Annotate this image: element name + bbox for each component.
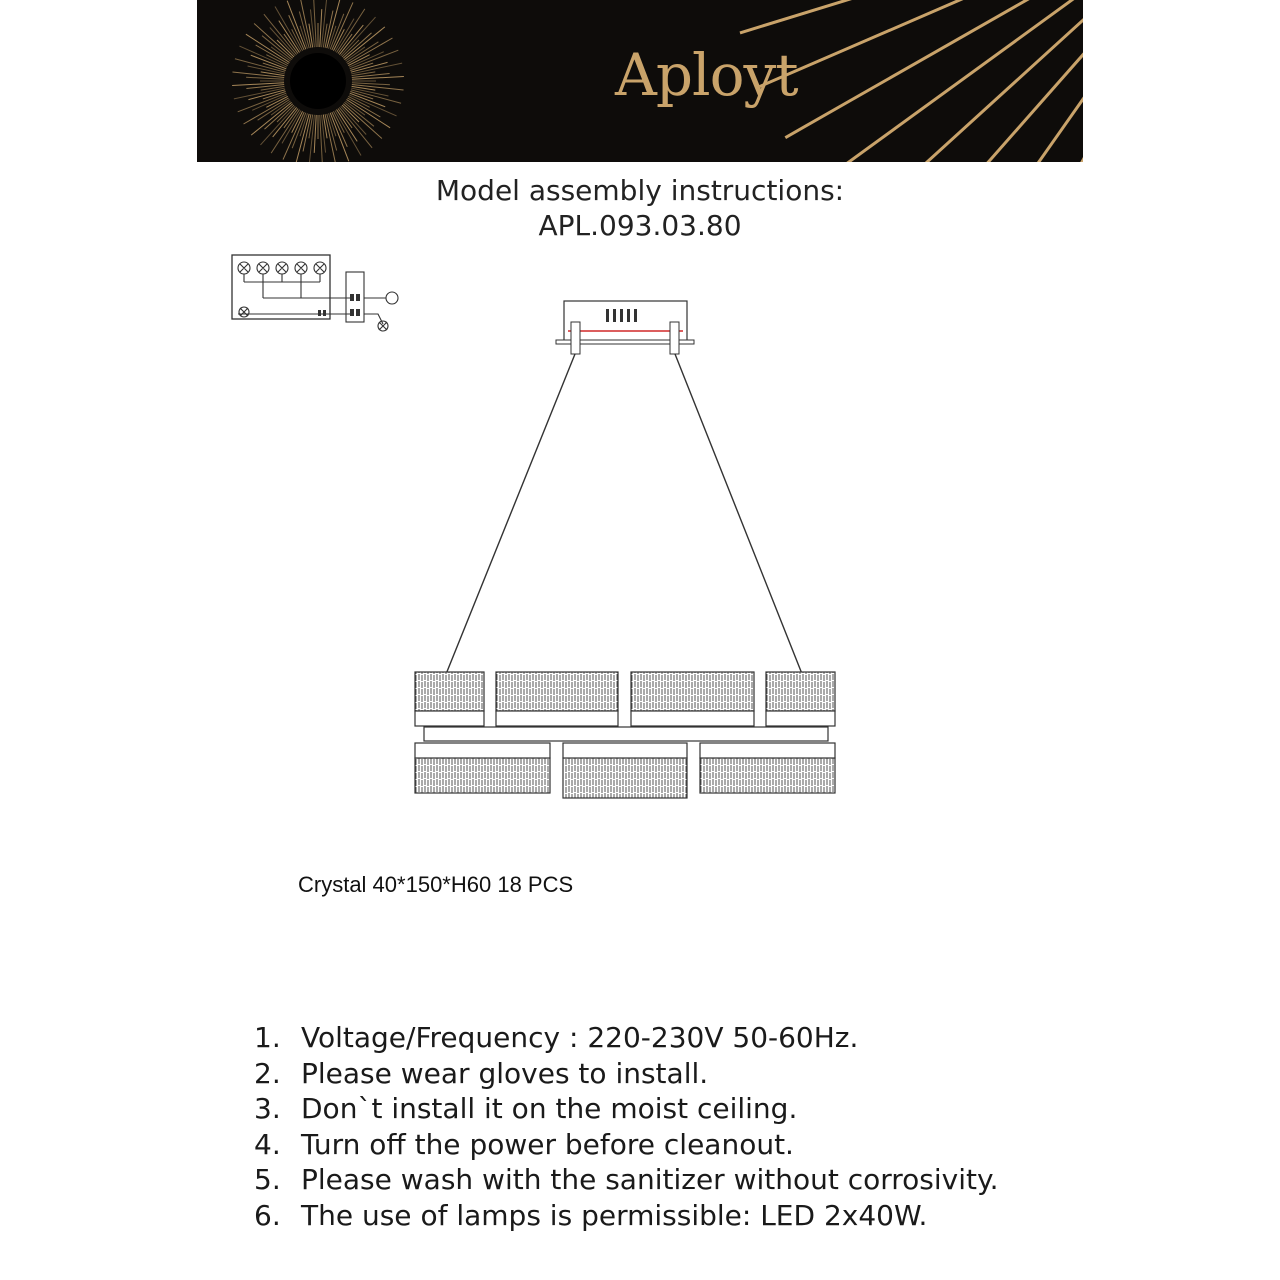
instruction-list: 1.Voltage/Frequency : 220-230V 50-60Hz. … [254,1020,998,1233]
brand-banner: Aployt [197,0,1083,162]
sunburst-icon [232,0,1083,162]
crystal-block-lower [414,742,551,794]
crystal-block-lower [699,742,836,794]
item-text: Don`t install it on the moist ceiling. [301,1092,798,1125]
chandelier-drawing-icon [414,300,836,799]
item-text: Voltage/Frequency : 220-230V 50-60Hz. [301,1021,859,1054]
crystal-spec: Crystal 40*150*H60 18 PCS [298,872,574,897]
crystal-block-upper [630,671,755,727]
lamp-frame [423,726,829,742]
instruction-item: 4. Turn off the power before cleanout. [254,1127,998,1163]
item-text: Please wear gloves to install. [301,1056,709,1090]
item-text: Turn off the power before cleanout. [301,1127,794,1161]
item-number: 1. [254,1021,281,1054]
item-number: 6. [254,1198,281,1232]
brand-logo: Aployt [615,41,799,109]
suspension-cable [437,353,576,695]
canopy [563,300,688,342]
crystal-block-upper [414,671,485,727]
document-title: Model assembly instructions: [435,174,845,207]
item-number: 2. [254,1056,281,1090]
instruction-item: 1. Voltage/Frequency : 220-230V 50-60Hz. [254,1020,998,1056]
item-number: 3. [254,1092,281,1125]
instruction-item: 6. The use of lamps is permissible: LED 2… [254,1198,998,1234]
model-number: APL.093.03.80 [538,209,742,242]
suspension-cable [674,353,811,695]
crystal-block-upper [495,671,619,727]
item-number: 5. [254,1163,281,1196]
item-number: 4. [254,1127,281,1161]
crystal-block-upper [765,671,836,727]
instruction-item: 5. Please wash with the sanitizer without… [254,1162,998,1198]
instruction-item: 2. Please wear gloves to install. [254,1056,998,1092]
item-text: The use of lamps is permissible: LED 2x4… [301,1198,928,1232]
wiring-diagram-icon [231,254,399,332]
instruction-item: 3. Don`t install it on the moist ceiling. [254,1091,998,1127]
crystal-block-lower [562,742,688,799]
item-text: Please wash with the sanitizer without c… [301,1163,999,1196]
